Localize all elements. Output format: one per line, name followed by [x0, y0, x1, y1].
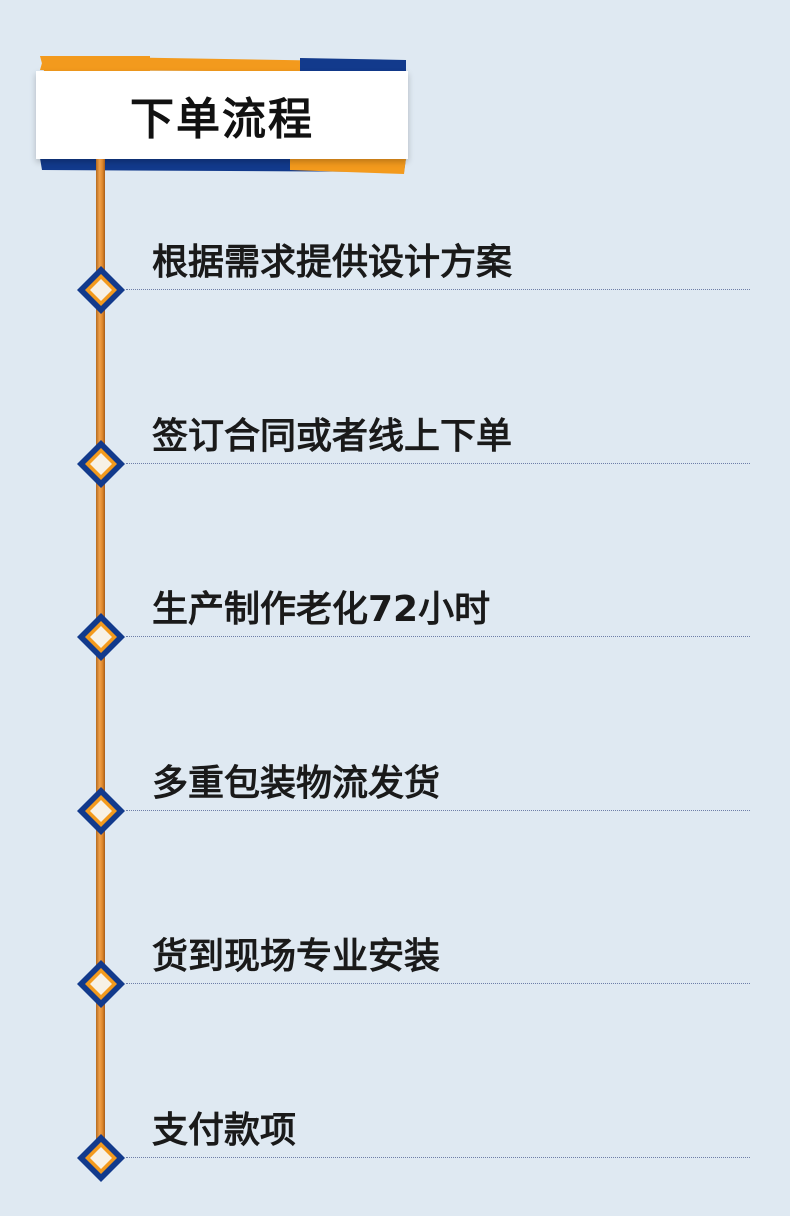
diamond-marker-icon — [77, 787, 125, 835]
step-label: 签订合同或者线上下单 — [152, 416, 513, 457]
diamond-marker-icon — [77, 960, 125, 1008]
title-ribbon-decoration — [40, 56, 406, 174]
step-label: 支付款项 — [152, 1110, 297, 1151]
step-item-6: 支付款项 — [0, 1113, 790, 1193]
step-divider — [126, 1157, 750, 1158]
step-divider — [126, 636, 750, 637]
diamond-marker-icon — [77, 266, 125, 314]
step-divider — [126, 983, 750, 984]
step-divider — [126, 810, 750, 811]
title-banner: 下单流程 — [0, 0, 440, 200]
step-item-3: 生产制作老化72小时 — [0, 592, 790, 672]
step-label: 根据需求提供设计方案 — [152, 242, 513, 283]
step-label: 多重包装物流发货 — [152, 763, 441, 804]
step-item-4: 多重包装物流发货 — [0, 766, 790, 846]
step-item-5: 货到现场专业安装 — [0, 939, 790, 1019]
title-box: 下单流程 — [36, 71, 408, 159]
page-title: 下单流程 — [130, 94, 314, 145]
step-label: 货到现场专业安装 — [152, 936, 441, 977]
diamond-marker-icon — [77, 613, 125, 661]
step-divider — [126, 289, 750, 290]
step-item-1: 根据需求提供设计方案 — [0, 245, 790, 325]
step-label: 生产制作老化72小时 — [152, 589, 491, 630]
diamond-marker-icon — [77, 1134, 125, 1182]
step-divider — [126, 463, 750, 464]
diamond-marker-icon — [77, 440, 125, 488]
step-item-2: 签订合同或者线上下单 — [0, 419, 790, 499]
